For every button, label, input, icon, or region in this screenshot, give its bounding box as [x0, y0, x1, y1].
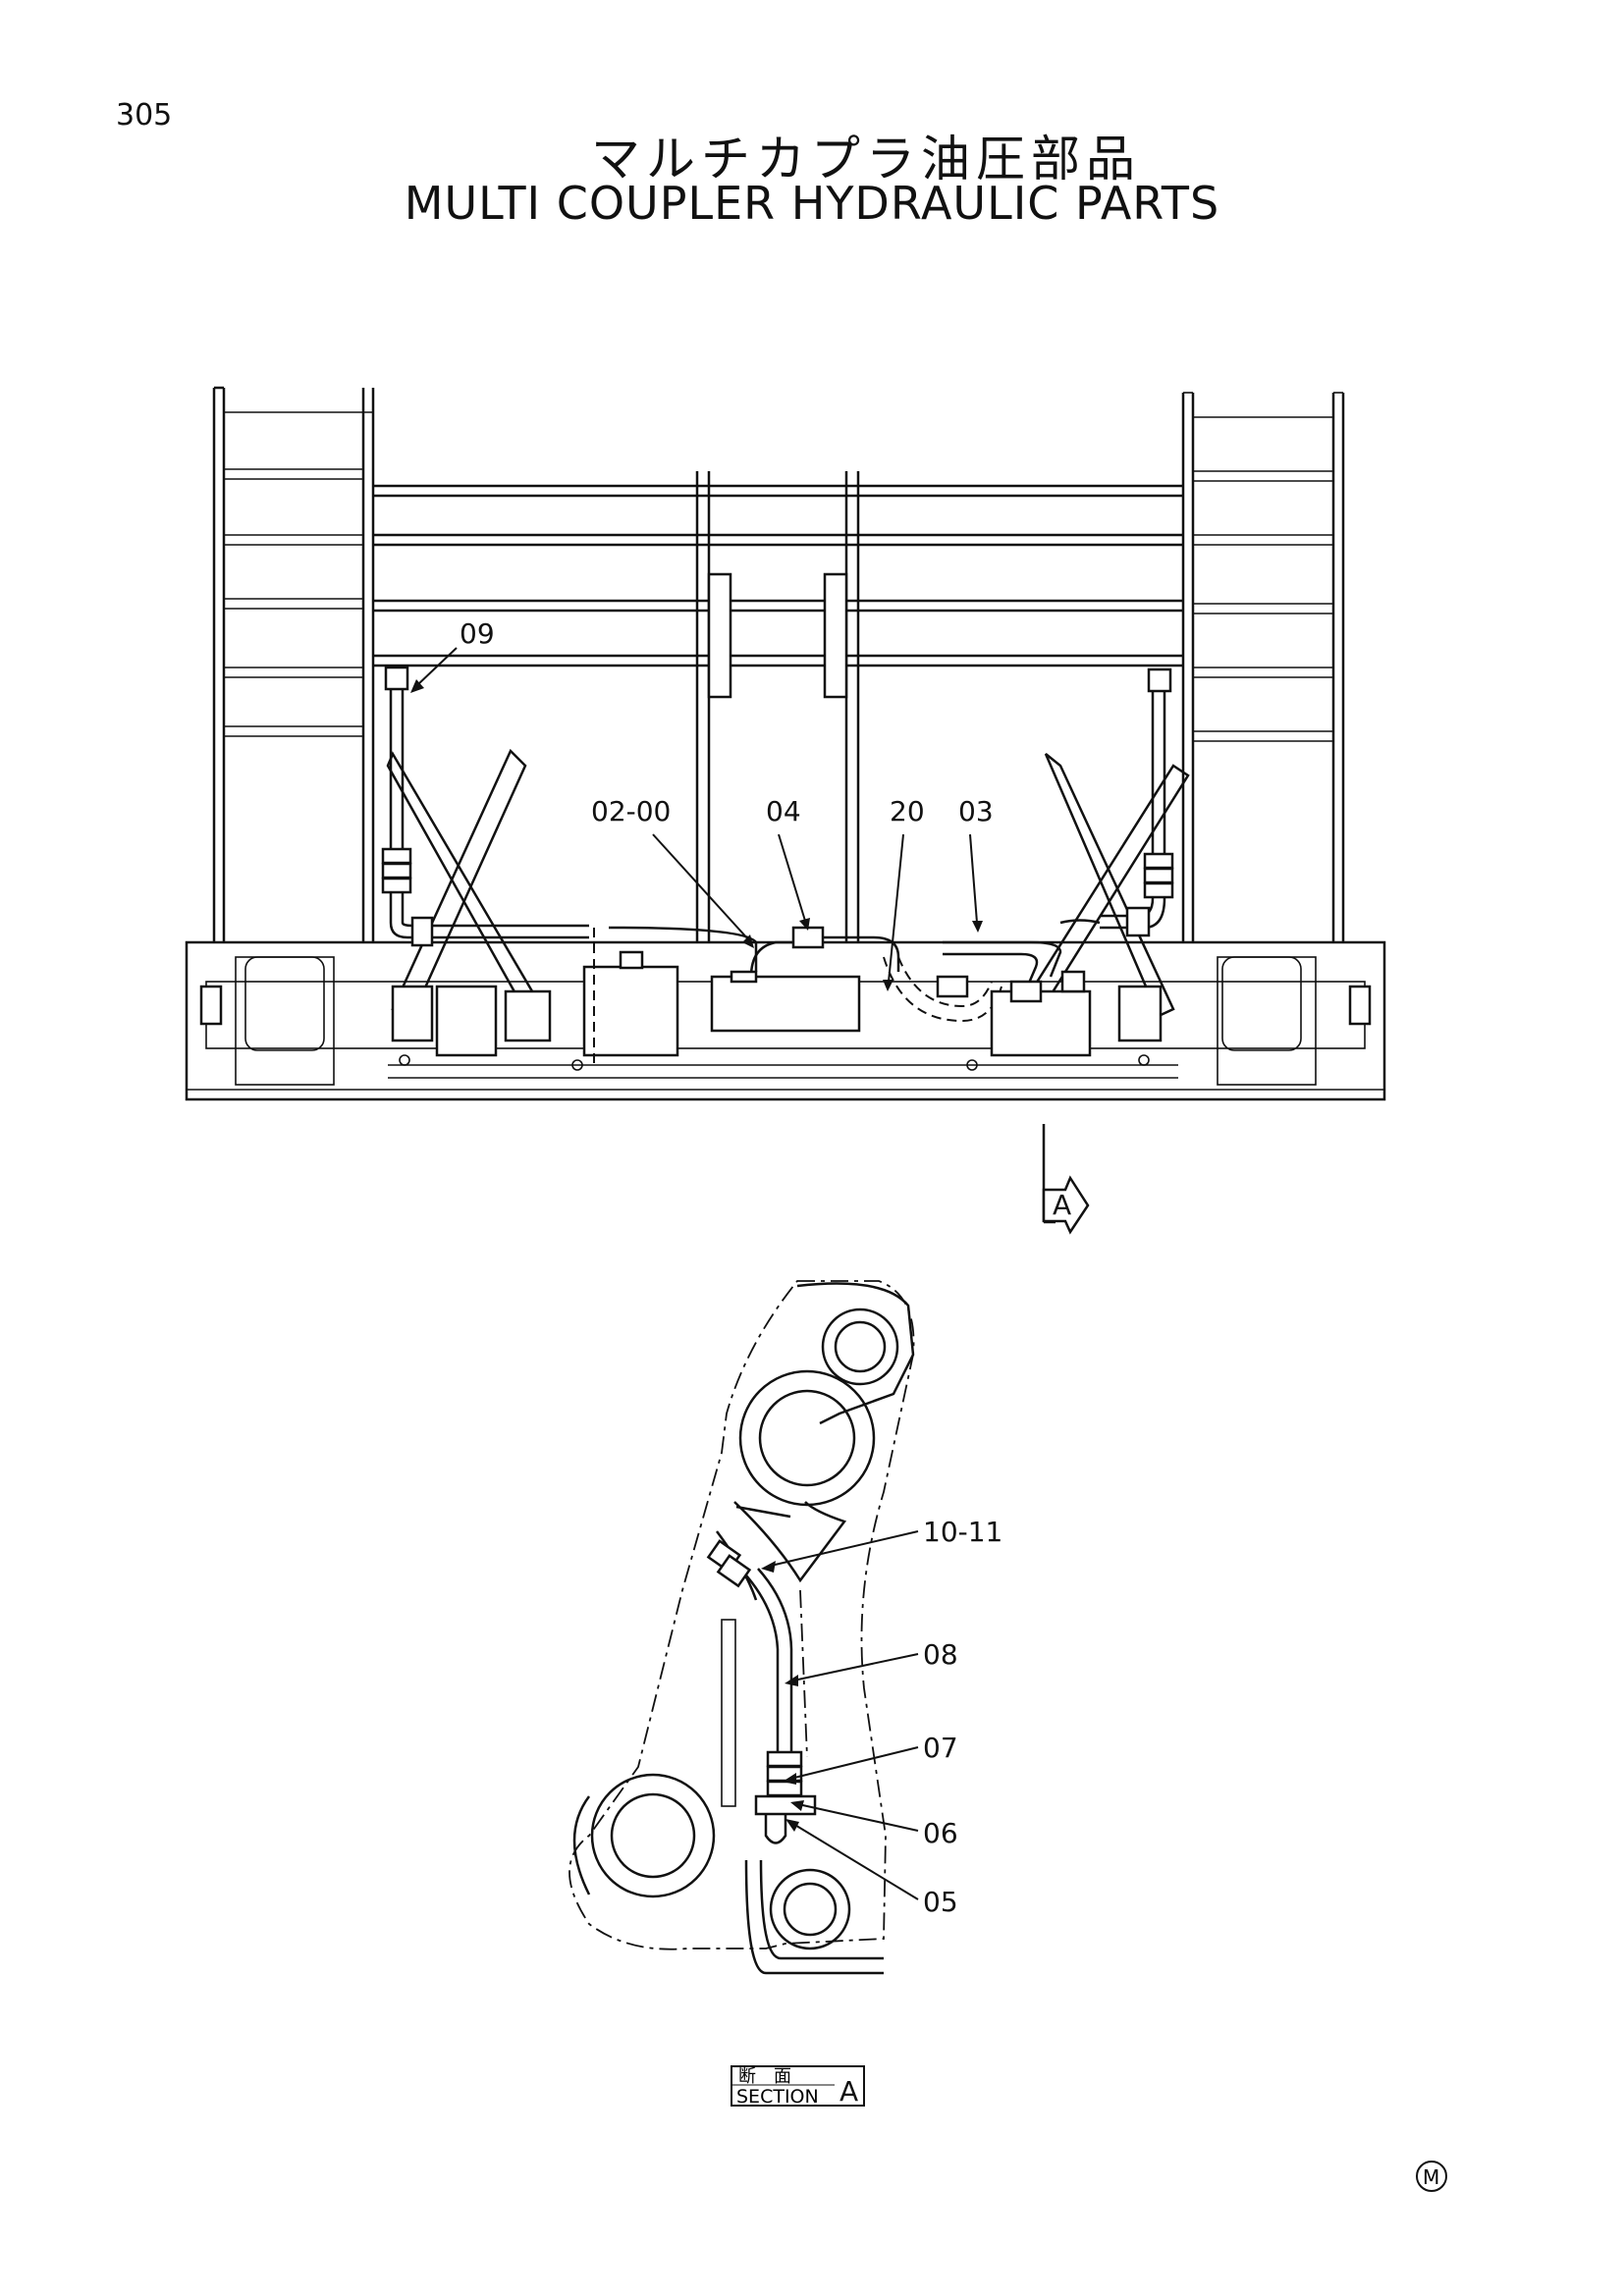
corner-mark-letter: M — [1423, 2165, 1439, 2189]
title-english: MULTI COUPLER HYDRAULIC PARTS — [404, 177, 1220, 230]
cross-members — [373, 484, 1183, 667]
callout-05: 05 — [923, 1886, 958, 1918]
end-caps — [199, 956, 1372, 1051]
left-vertical-hose — [381, 666, 589, 947]
left-link-plates — [386, 748, 552, 1042]
callout-07: 07 — [923, 1732, 958, 1764]
callout-08: 08 — [923, 1638, 958, 1671]
section-label: 断 面 SECTION A — [731, 2065, 865, 2108]
section-label-letter: A — [839, 2075, 858, 2108]
section-view — [568, 1280, 919, 1975]
callout-09: 09 — [460, 617, 495, 650]
callout-04: 04 — [766, 795, 801, 828]
page-number: 305 — [116, 98, 173, 133]
view-a-arrow — [1042, 1124, 1090, 1235]
callout-02-00: 02-00 — [591, 795, 671, 828]
callout-03: 03 — [958, 795, 994, 828]
front-leaders — [410, 647, 983, 991]
section-hose — [706, 1539, 817, 1844]
front-view: A — [185, 386, 1386, 1235]
callout-06: 06 — [923, 1817, 958, 1849]
hydraulic-blocks — [399, 928, 1150, 1071]
right-vertical-hose — [1100, 667, 1174, 937]
section-label-jp: 断 面 — [738, 2066, 791, 2087]
section-label-en: SECTION — [736, 2086, 819, 2108]
title-japanese: マルチカプラ油圧部品 — [591, 131, 1141, 187]
view-marker-a: A — [1053, 1189, 1071, 1221]
callout-10-11: 10-11 — [923, 1516, 1002, 1548]
callout-20: 20 — [890, 795, 925, 828]
corner-m-mark: M — [1416, 2161, 1447, 2192]
